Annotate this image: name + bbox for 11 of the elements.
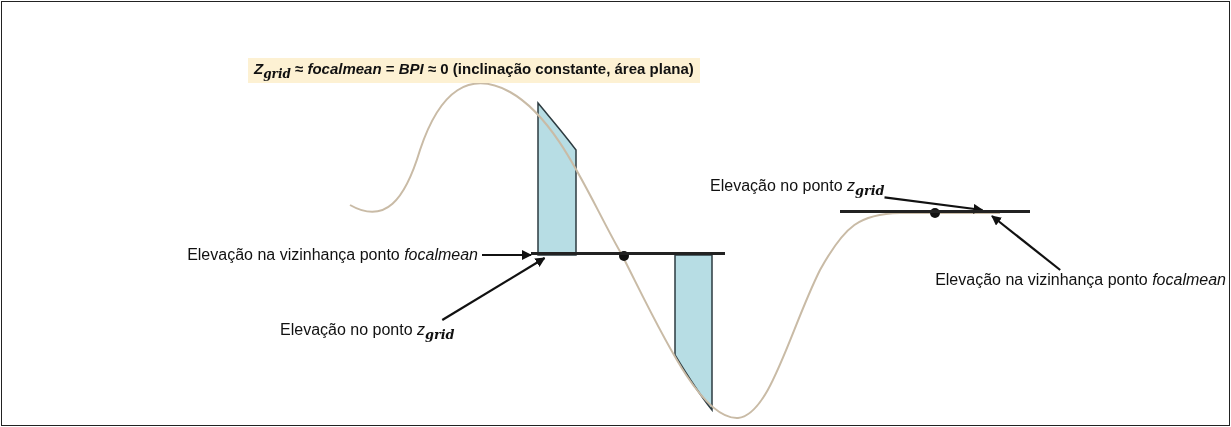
formula-heading: Z$_{grid}$ ≈ focalmean = BPI ≈ 0 (inclinação constante, área plana) <box>248 58 700 83</box>
leader-arrow <box>991 215 1061 271</box>
leader-arrow <box>482 250 532 260</box>
leader-label: Elevação na vizinhança ponto focalmean <box>935 270 1226 290</box>
leader-label: Elevação no ponto z$_{grid}$ <box>280 320 455 346</box>
leader-arrow <box>884 196 984 214</box>
elevation-line <box>840 210 1030 216</box>
leader-label: Elevação na vizinhança ponto focalmean <box>187 245 478 265</box>
leader-arrow <box>441 257 546 321</box>
leader-label: Elevação no ponto z$_{grid}$ <box>710 176 885 202</box>
elevation-line <box>531 252 725 258</box>
